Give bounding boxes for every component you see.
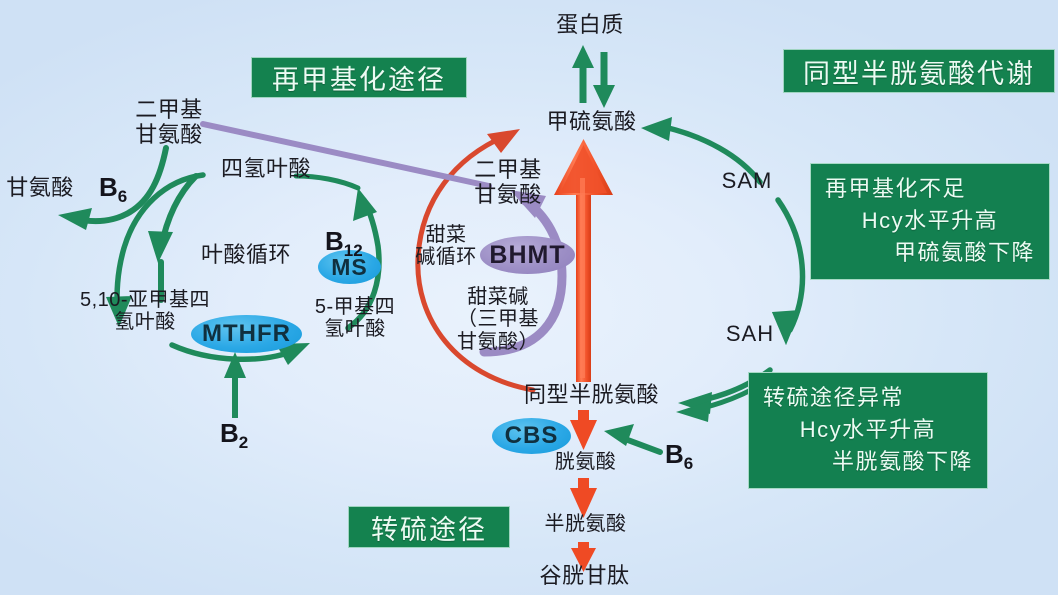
note-transsulfuration-defect: 转硫途径异常 Hcy水平升高 半胱氨酸下降 <box>748 372 988 489</box>
banner-remethylation-label: 再甲基化途径 <box>272 65 446 95</box>
arrow-cysteine-to-glutathione <box>571 542 596 572</box>
label-sam: SAM <box>721 168 773 193</box>
arrow-homocysteine-methionine-main <box>554 139 613 382</box>
cofactor-b6-left: B6 <box>99 172 127 207</box>
arrow-thf-branch-down <box>148 173 199 303</box>
label-methyl-tetrahydrofolate: 5-甲基四 氢叶酸 <box>314 296 396 341</box>
label-folate-cycle: 叶酸循环 <box>200 242 291 267</box>
arrow-b6-to-cystathionine <box>604 424 663 455</box>
enzyme-ms[interactable]: MS <box>318 250 381 284</box>
banner-remethylation-pathway: 再甲基化途径 <box>251 57 467 98</box>
note-transsulfuration-line2: Hcy水平升高 <box>799 416 937 442</box>
banner-transsulfuration-label: 转硫途径 <box>371 514 487 545</box>
cofactor-b6-left-sub: 6 <box>117 187 128 207</box>
arc-methyl-thf-to-thf <box>293 173 382 331</box>
arc-bhmt-purple <box>479 190 567 357</box>
enzyme-cbs[interactable]: CBS <box>492 418 571 454</box>
label-methylene-tetrahydrofolate: 5,10-亚甲基四 氢叶酸 <box>79 289 211 334</box>
note-remethylation-defect: 再甲基化不足 Hcy水平升高 甲硫氨酸下降 <box>810 163 1050 280</box>
label-dimethylglycine-left: 二甲基 甘氨酸 <box>135 97 203 147</box>
label-glycine: 甘氨酸 <box>6 175 74 200</box>
enzyme-ms-label: MS <box>331 253 368 280</box>
enzyme-mthfr-label: MTHFR <box>202 320 291 347</box>
note-remethylation-line1: 再甲基化不足 <box>825 176 967 201</box>
label-sah: SAH <box>725 321 775 346</box>
label-betaine: 甜菜碱 （三甲基 甘氨酸） <box>457 286 539 353</box>
arrow-protein-methionine <box>572 45 615 108</box>
cofactor-b6-right-sub: 6 <box>683 454 694 474</box>
enzyme-bhmt[interactable]: BHMT <box>480 236 575 274</box>
cofactor-b2-letter: B <box>220 418 239 448</box>
arc-betaine-cycle-red <box>415 129 536 393</box>
label-protein: 蛋白质 <box>556 12 624 37</box>
cofactor-b6-left-letter: B <box>99 172 118 202</box>
note-remethylation-line3: 甲硫氨酸下降 <box>893 239 1035 265</box>
cofactor-b12-sub: 12 <box>343 241 363 261</box>
banner-header-title: 同型半胱氨酸代谢 <box>783 49 1055 93</box>
label-cystathionine: 胱氨酸 <box>554 451 617 473</box>
enzyme-bhmt-label: BHMT <box>489 240 566 269</box>
line-dimethylglycine-transfer <box>200 121 492 189</box>
arrow-dimethylglycine-to-glycine <box>58 145 169 230</box>
banner-transsulfuration-pathway: 转硫途径 <box>348 506 510 548</box>
cofactor-b2-sub: 2 <box>238 433 249 453</box>
note-transsulfuration-line3: 半胱氨酸下降 <box>831 448 973 474</box>
arc-sam-sah <box>772 197 806 345</box>
arc-methionine-sam <box>641 117 763 185</box>
note-transsulfuration-line1: 转硫途径异常 <box>763 385 905 410</box>
arrow-b2-to-mthfr <box>224 352 246 418</box>
arrow-homocysteine-to-cystathionine <box>570 410 597 450</box>
cofactor-b2: B2 <box>220 418 248 453</box>
cofactor-b12-letter: B <box>325 226 344 256</box>
label-tetrahydrofolate: 四氢叶酸 <box>220 156 311 181</box>
label-cysteine: 半胱氨酸 <box>544 513 627 535</box>
label-betaine-cycle: 甜菜 碱循环 <box>415 224 477 269</box>
enzyme-mthfr[interactable]: MTHFR <box>191 315 302 353</box>
label-methionine: 甲硫氨酸 <box>546 109 637 134</box>
note-remethylation-line2: Hcy水平升高 <box>861 207 999 233</box>
label-homocysteine: 同型半胱氨酸 <box>523 382 659 407</box>
label-glutathione: 谷胱甘肽 <box>539 563 630 588</box>
label-dimethylglycine-center: 二甲基 甘氨酸 <box>474 157 542 207</box>
banner-header-label: 同型半胱氨酸代谢 <box>803 58 1035 89</box>
cofactor-b6-right: B6 <box>665 439 693 474</box>
arrow-cystathionine-to-cysteine <box>570 478 597 518</box>
enzyme-cbs-label: CBS <box>504 422 559 449</box>
cofactor-b12: B12 <box>325 226 363 261</box>
cofactor-b6-right-letter: B <box>665 439 684 469</box>
arc-thf-to-methylene-thf <box>106 172 206 327</box>
